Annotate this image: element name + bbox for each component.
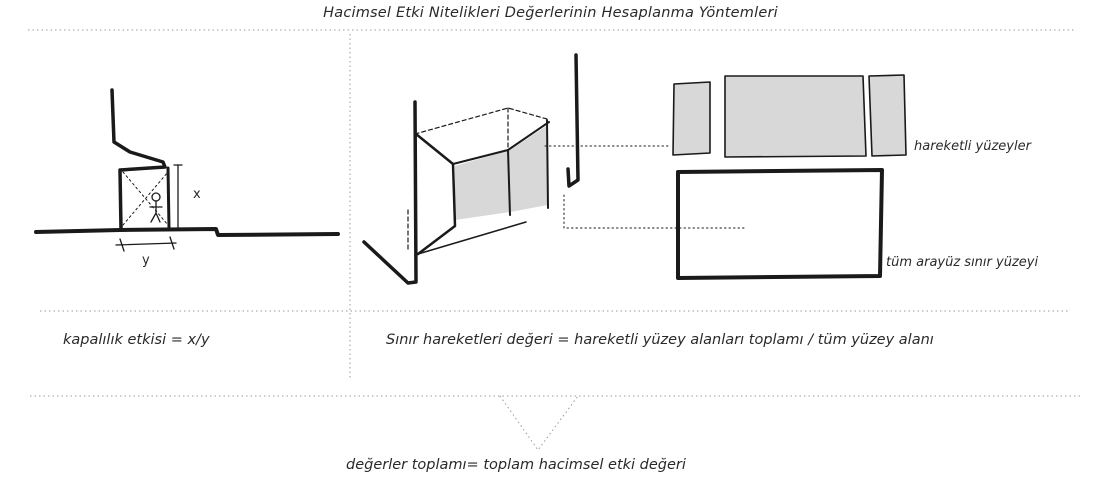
moving-panel-center (724, 75, 867, 158)
canopy-wall (110, 88, 167, 231)
right-post (546, 119, 549, 209)
left-frame (362, 100, 418, 285)
boundary-sketch (362, 53, 746, 285)
result-formula: değerler toplamı= toplam hacimsel etki d… (346, 457, 686, 473)
enclosure-sketch (34, 88, 340, 252)
ground-line (34, 227, 340, 237)
page-title: Hacimsel Etki Nitelikleri Değerlerinin H… (323, 5, 778, 21)
middle-post (507, 149, 511, 216)
y-dimension-line (115, 242, 177, 246)
moving-surface-2 (510, 125, 548, 212)
boundary-formula: Sınır hareketleri değeri = hareketli yüz… (386, 332, 934, 348)
right-frame (566, 53, 580, 188)
enclosure-cross (122, 171, 169, 226)
moving-surfaces-label: hareketli yüzeyler (914, 139, 1031, 154)
boundary-surface (676, 168, 884, 280)
enclosure-right-wall (166, 166, 171, 230)
bottom-edge (417, 221, 527, 255)
surfaces-sketch (672, 74, 907, 280)
hidden-edges (407, 107, 548, 253)
moving-surface-1 (455, 150, 510, 220)
enclosure-formula: kapalılık etkisi = x/y (63, 332, 210, 348)
inner-frame (414, 132, 457, 256)
leader-boundary (563, 194, 746, 229)
moving-panel-right (868, 74, 907, 157)
moving-panel-left (672, 81, 711, 156)
human-figure (149, 192, 163, 223)
x-label: x (193, 187, 201, 202)
dividers (28, 29, 1080, 451)
y-label: y (142, 253, 150, 268)
funnel-arrow (499, 395, 579, 451)
boundary-surface-label: tüm arayüz sınır yüzeyi (886, 255, 1039, 270)
